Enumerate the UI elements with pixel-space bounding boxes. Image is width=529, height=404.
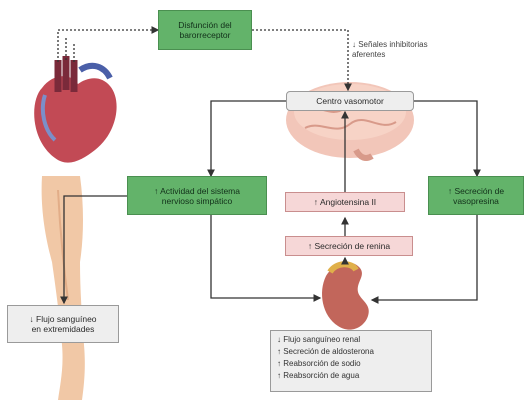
kidney-effect-item: ↓ Flujo sanguíneo renal [277, 334, 425, 346]
vasopressin-secretion-box: ↑ Secreción de vasopresina [428, 176, 524, 215]
limb-blood-flow-box: ↓ Flujo sanguíneo en extremidades [7, 305, 119, 343]
renin-secretion-box: ↑ Secreción de renina [285, 236, 413, 256]
baroreceptor-dysfunction-box: Disfunción del barorreceptor [158, 10, 252, 50]
vasomotor-center-box: Centro vasomotor [286, 91, 414, 111]
kidney-effect-item: ↑ Reabsorción de sodio [277, 358, 425, 370]
connectors [58, 30, 477, 330]
leg-icon [42, 176, 85, 400]
kidney-icon [322, 262, 369, 329]
kidney-effect-item: ↑ Secreción de aldosterona [277, 346, 425, 358]
kidney-effect-item: ↑ Reabsorción de agua [277, 370, 425, 382]
sympathetic-activity-box: ↑ Actividad del sistema nervioso simpáti… [127, 176, 267, 215]
angiotensin-box: ↑ Angiotensina II [285, 192, 405, 212]
kidney-effects-list: ↓ Flujo sanguíneo renal ↑ Secreción de a… [270, 330, 432, 392]
heart-icon [34, 56, 116, 163]
afferent-signals-label: ↓ Señales inhibitorias aferentes [352, 40, 482, 60]
